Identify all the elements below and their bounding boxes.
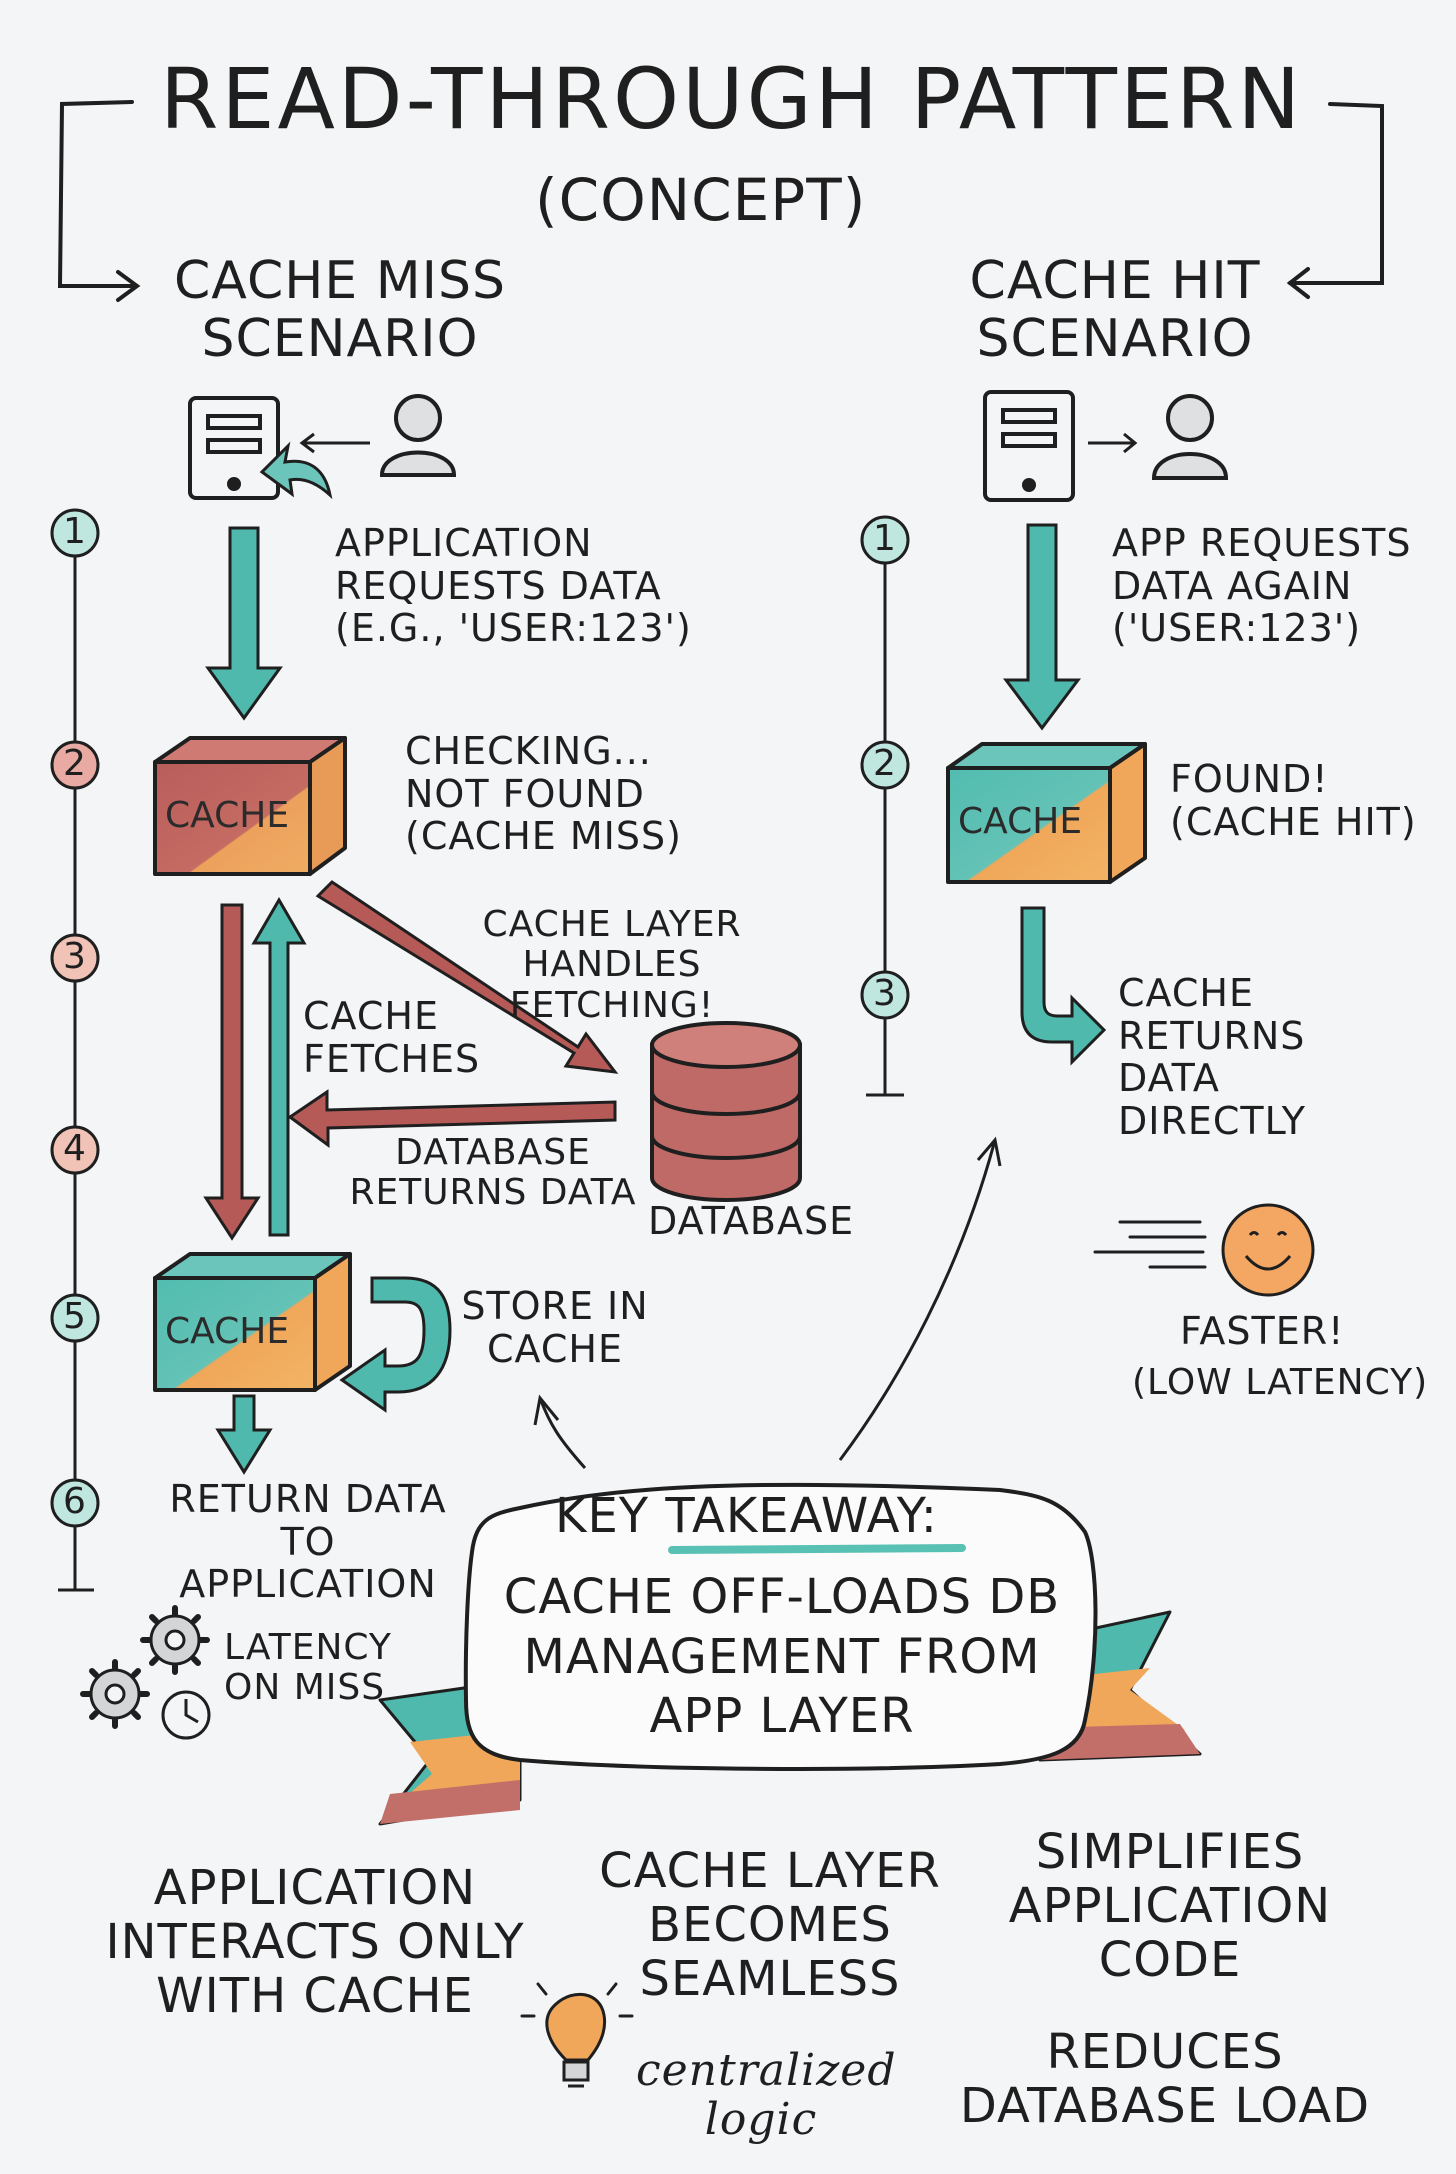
store-in-cache-label: STORE IN CACHE [460,1285,650,1370]
found-label: FOUND! (CACHE HIT) [1170,758,1417,843]
step-4-number-miss: 4 [50,1129,100,1169]
server-icon-miss [190,398,278,498]
server-icon-hit [985,392,1073,500]
up-arrow-return-to-app [254,900,304,1235]
cache-box-store-label: CACHE [165,1312,289,1352]
store-loop-arrow [342,1278,450,1410]
step-1-number-miss: 1 [50,512,100,552]
hit-returns-label: CACHE RETURNS DATA DIRECTLY [1118,972,1306,1142]
return-data-label: RETURN DATA TO APPLICATION [148,1478,468,1606]
bottom-col-3a: SIMPLIFIES APPLICATION CODE [990,1826,1350,1987]
step-6-number-miss: 6 [50,1482,100,1522]
cache-box-miss-label: CACHE [165,796,289,836]
cache-layer-note: CACHE LAYER HANDLES FETCHING! [462,905,762,1026]
return-curl-arrow-icon [262,446,330,495]
cache-miss-heading: CACHE MISS SCENARIO [150,252,530,368]
bottom-col-2: CACHE LAYER BECOMES SEAMLESS [575,1845,965,2006]
takeaway-heading: KEY TAKEAWAY: [555,1490,938,1544]
latency-on-miss-label: LATENCY ON MISS [224,1628,392,1709]
database-icon [652,1023,800,1200]
hit-return-arrow [1022,908,1104,1062]
speed-lines [1095,1222,1205,1267]
database-returns-label: DATABASE RETURNS DATA [343,1133,643,1214]
step-2-number-hit: 2 [860,744,910,784]
step-3-number-hit: 3 [860,974,910,1014]
step-2-number-miss: 2 [50,744,100,784]
takeaway-body: CACHE OFF-LOADS DB MANAGEMENT FROM APP L… [492,1568,1072,1747]
bottom-col-3b: REDUCES DATABASE LOAD [955,2026,1375,2134]
user-icon-hit [1154,396,1226,478]
low-latency-label: (LOW LATENCY) [1132,1363,1428,1403]
bottom-col-1: APPLICATION INTERACTS ONLY WITH CACHE [80,1862,550,2023]
hit-step-1-label: APP REQUESTS DATA AGAIN ('USER:123') [1112,522,1412,650]
down-arrow-cache-to-store [206,905,258,1238]
smiley-icon [1223,1205,1313,1295]
diagram-title: READ-THROUGH PATTERN [160,52,1303,146]
gears-clock-icon [83,1608,209,1738]
arrow-user-to-server-miss [302,434,370,452]
step-5-number-miss: 5 [50,1297,100,1337]
step-3-number-miss: 3 [50,937,100,977]
centralized-logic-note: centralized logic [636,2046,886,2145]
miss-step-2-label: CHECKING... NOT FOUND (CACHE MISS) [405,730,682,858]
request-arrow-hit [1006,525,1078,728]
miss-timeline [58,555,94,1590]
database-label: DATABASE [648,1200,854,1243]
arrow-server-to-user-hit [1088,434,1135,452]
request-arrow-miss [208,528,280,718]
takeaway-underline [672,1548,962,1550]
diagram-subtitle: (CONCEPT) [535,168,866,233]
cache-hit-heading: CACHE HIT SCENARIO [930,252,1300,368]
user-icon-miss [382,396,454,475]
step-1-number-hit: 1 [860,519,910,559]
return-arrow-to-app [218,1396,270,1472]
cache-box-hit-label: CACHE [958,802,1082,842]
miss-step-1-label: APPLICATION REQUESTS DATA (E.G., 'USER:1… [335,522,692,650]
faster-label: FASTER! [1180,1310,1344,1353]
cache-fetches-label: CACHE FETCHES [303,995,480,1080]
